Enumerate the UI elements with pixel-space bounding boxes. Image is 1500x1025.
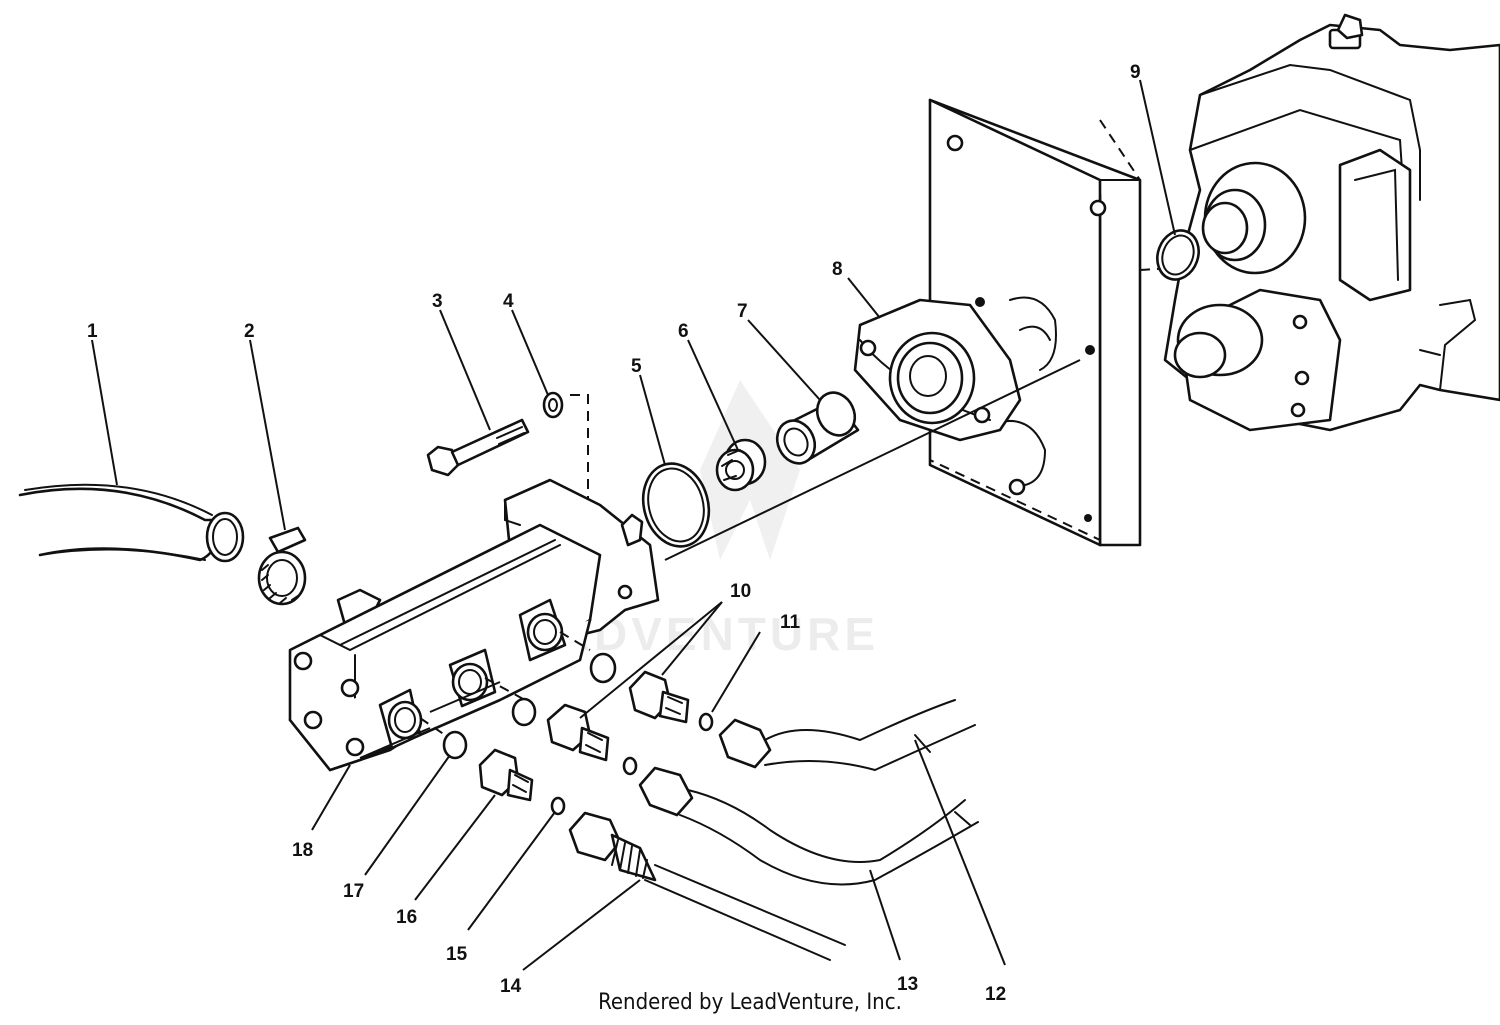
o-ring-port-3	[589, 652, 617, 684]
o-ring-lower-13	[622, 756, 638, 776]
callout-8: 8	[832, 259, 843, 280]
callout-11: 11	[780, 612, 801, 633]
callout-7: 7	[737, 301, 748, 322]
washer-4	[542, 391, 564, 419]
leader-3	[439, 309, 491, 431]
callout-10: 10	[730, 581, 751, 602]
leader-6	[687, 339, 739, 451]
o-ring-9-inner	[1161, 234, 1195, 276]
hose-assembly-14	[568, 811, 846, 961]
o-ring-15	[550, 796, 566, 816]
callout-14: 14	[500, 976, 522, 997]
leader-8	[847, 277, 881, 319]
o-ring-5-inner	[647, 467, 705, 543]
fitting-16	[478, 748, 534, 802]
hose-clamp-2	[257, 526, 307, 606]
hose-1	[18, 483, 245, 563]
coupler-6	[715, 438, 767, 492]
tube-12	[718, 699, 976, 772]
pump-flange-8	[853, 298, 1022, 442]
tube-13	[638, 766, 979, 886]
leader-16	[414, 794, 496, 901]
callout-13: 13	[897, 974, 918, 995]
rendered-by-footer: Rendered by LeadVenture, Inc.	[598, 990, 902, 1015]
leader-12	[914, 739, 1006, 966]
leader-1	[91, 339, 118, 486]
o-ring-port-2	[511, 697, 537, 727]
o-ring-17	[442, 730, 468, 760]
callout-1: 1	[87, 321, 98, 342]
leader-10a	[579, 601, 723, 719]
leader-14	[522, 879, 641, 971]
leader-9	[1139, 79, 1176, 236]
leader-10b	[661, 601, 723, 676]
sleeve-7	[775, 391, 860, 465]
callout-6: 6	[678, 321, 689, 342]
callout-18: 18	[292, 840, 313, 861]
leader-11	[711, 631, 761, 713]
callout-5: 5	[631, 356, 642, 377]
fitting-10b	[628, 670, 690, 724]
leader-17	[364, 754, 451, 876]
callout-17: 17	[343, 881, 364, 902]
leader-4	[511, 309, 549, 396]
bolt-3	[426, 418, 530, 477]
callout-2: 2	[244, 321, 255, 342]
leader-18	[311, 764, 351, 831]
leader-2	[249, 339, 286, 531]
fitting-10a	[546, 703, 610, 762]
hydraulic-pump-body	[288, 478, 660, 772]
callout-4: 4	[503, 291, 514, 312]
leader-7	[747, 319, 821, 401]
leader-13	[869, 869, 901, 961]
callout-3: 3	[432, 291, 443, 312]
o-ring-11	[698, 712, 714, 732]
callout-16: 16	[396, 907, 417, 928]
callout-12: 12	[985, 984, 1006, 1005]
leader-15	[467, 811, 556, 931]
callout-9: 9	[1130, 62, 1141, 83]
transmission-housing	[1163, 13, 1500, 432]
leader-5	[639, 374, 666, 466]
pump-port-boss-3	[518, 598, 567, 662]
callout-15: 15	[446, 944, 468, 965]
